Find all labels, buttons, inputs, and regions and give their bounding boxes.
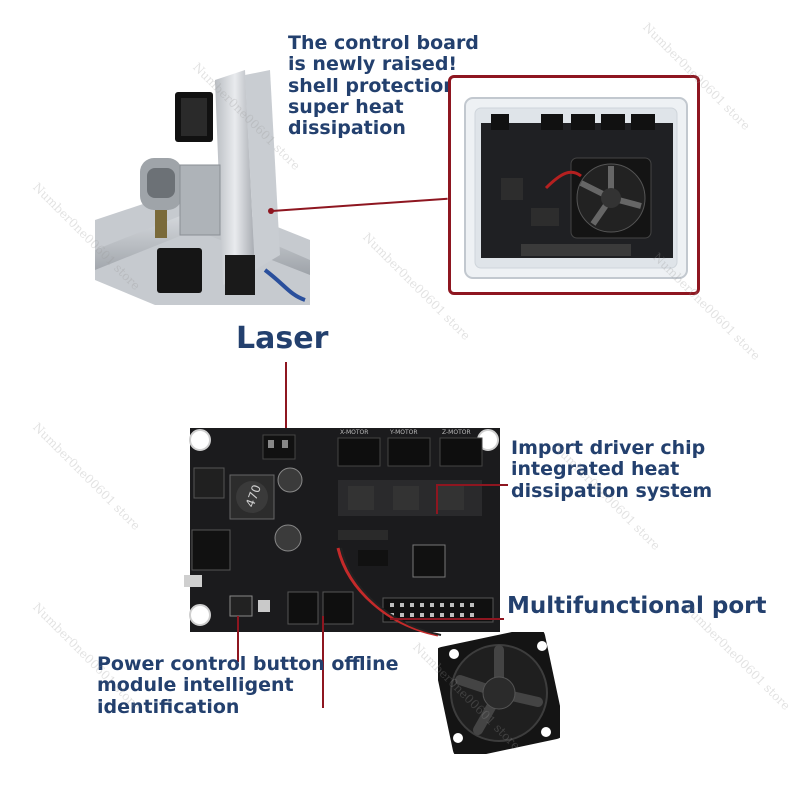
y-motor-label: Y-MOTOR xyxy=(389,429,418,436)
power-caption-line-2: module intelligent xyxy=(97,674,294,697)
driver-caption-line-3: dissipation system xyxy=(511,479,713,502)
board-shell-inset xyxy=(448,75,700,295)
top-caption-line-3: shell protection xyxy=(288,74,457,97)
store-watermark: Number0ne00601 store xyxy=(650,250,763,363)
power-callout-line-1 xyxy=(237,616,239,662)
top-caption-line-1: The control board xyxy=(288,32,479,54)
power-callout-line-2 xyxy=(322,616,324,708)
top-caption-line-5: dissipation xyxy=(288,117,406,140)
power-caption-line-3: identification xyxy=(97,695,240,718)
port-callout-line xyxy=(390,618,504,620)
cooling-fan xyxy=(433,627,565,759)
driver-caption-line-2: integrated heat xyxy=(511,458,680,481)
driver-callout-line-h xyxy=(436,484,508,486)
driver-caption-line-1: Import driver chip xyxy=(511,437,706,459)
laser-label: Laser xyxy=(236,321,329,356)
top-caption-line-4: super heat xyxy=(288,95,404,118)
power-caption: Power control button offline module inte… xyxy=(97,653,399,718)
top-caption: The control board is newly raised! shell… xyxy=(288,32,479,140)
store-watermark: Number0ne00601 store xyxy=(30,420,143,533)
callout-dot xyxy=(268,208,274,214)
driver-caption: Import driver chip integrated heat dissi… xyxy=(511,437,713,502)
port-caption: Multifunctional port xyxy=(507,593,767,619)
cnc-machine-photo xyxy=(95,70,310,305)
laser-callout-line xyxy=(285,362,287,454)
x-motor-label: X-MOTOR xyxy=(340,429,368,436)
z-motor-label: Z-MOTOR xyxy=(442,429,471,436)
control-board-photo: X-MOTOR Y-MOTOR Z-MOTOR 470 xyxy=(178,420,508,640)
top-caption-line-2: is newly raised! xyxy=(288,53,458,76)
driver-callout-line xyxy=(436,484,438,514)
power-caption-line-1: Power control button offline xyxy=(97,653,399,675)
